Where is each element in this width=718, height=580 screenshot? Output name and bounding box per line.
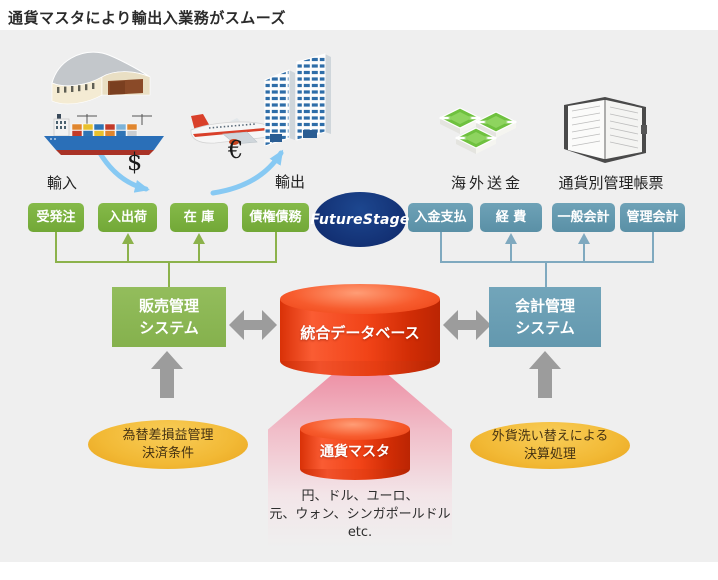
exchange-gain-loss-note: 為替差損益管理 決済条件: [88, 420, 248, 469]
module-payments: 入金支払: [408, 203, 473, 232]
euro-symbol: €: [228, 136, 244, 164]
sales-note-line1: 為替差損益管理: [122, 427, 214, 443]
accounting-note-line1: 外貨洗い替えによる: [491, 428, 609, 444]
module-order-management: 受発注: [28, 203, 84, 232]
futurestage-logo-text: FutureStage: [310, 211, 410, 228]
export-label: 輸出: [274, 173, 305, 191]
currency-list: 円、ドル、ユーロ、 元、ウォン、シンガポールドル etc.: [246, 488, 474, 542]
overseas-remittance-label: 海外送金: [450, 174, 523, 192]
currency-revaluation-note: 外貨洗い替えによる 決算処理: [470, 422, 630, 469]
accounting-management-system-box: 会計管理 システム: [489, 287, 601, 347]
currency-list-line2: 元、ウォン、シンガポールドル: [269, 507, 451, 522]
currency-ledger-label: 通貨別管理帳票: [558, 174, 664, 192]
module-receivables-payables: 債権債務: [242, 203, 309, 232]
sales-system-line1: 販売管理: [138, 297, 199, 315]
module-management-accounting: 管理会計: [620, 203, 685, 232]
module-general-accounting: 一般会計: [552, 203, 615, 232]
module-shipping-receiving: 入出荷: [98, 203, 157, 232]
sales-system-line2: システム: [139, 319, 199, 337]
module-expenses: 経 費: [480, 203, 542, 232]
module-inventory: 在 庫: [170, 203, 228, 232]
futurestage-logo: FutureStage: [310, 192, 409, 247]
sales-management-system-box: 販売管理 システム: [112, 287, 226, 347]
currency-list-line1: 円、ドル、ユーロ、: [301, 489, 419, 504]
accounting-note-line2: 決算処理: [523, 446, 576, 462]
sales-note-line2: 決済条件: [141, 445, 194, 461]
page-title: 通貨マスタにより輸出入業務がスムーズ: [8, 9, 286, 27]
currency-list-line3: etc.: [347, 525, 373, 540]
accounting-system-line1: 会計管理: [514, 297, 575, 315]
import-label: 輸入: [46, 174, 77, 192]
accounting-system-line2: システム: [515, 319, 575, 337]
dollar-symbol: $: [127, 148, 143, 176]
